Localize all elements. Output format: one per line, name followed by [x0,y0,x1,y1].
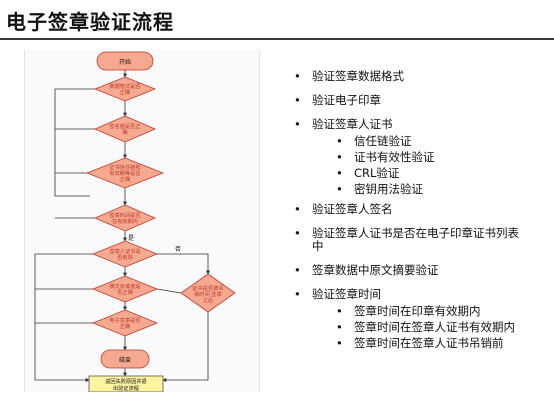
svg-text:否有效: 否有效 [117,253,133,261]
svg-text:返回失败原因并退: 返回失败原因并退 [105,377,147,385]
substep-key-usage: 密钥用法验证 [292,183,554,197]
decision-digest: 摘文杂凑值是 否正确 [91,275,159,303]
svg-text:有效期等是否: 有效期等是否 [109,169,140,177]
svg-text:正确: 正确 [120,322,130,330]
step-signer-cert: 验证签章人证书 信任链验证 证书有效性验证 CRL验证 密钥用法验证 [292,117,554,197]
flowchart: 开始 数据格式是否 正确 签名值是否正 确 证书信任链和 有效期等是否 正确 签… [34,51,236,392]
svg-text:证书是否被吊: 证书是否被吊 [192,284,223,292]
branch-no-label: 否 [175,246,181,253]
substep-crl: CRL验证 [292,167,554,181]
svg-text:签名值是否正: 签名值是否正 [109,122,140,130]
decision-data-format: 数据格式是否 正确 [93,76,157,102]
decision-seal-value: 签名值是否正 确 [93,115,157,143]
svg-text:在有效期内: 在有效期内 [112,217,138,225]
decision-signer-cert: 签章人证书是 否有效 [91,240,159,268]
verification-steps-list: 验证签章数据格式 验证电子印章 验证签章人证书 信任链验证 证书有效性验证 CR… [292,70,554,357]
svg-text:之后: 之后 [203,296,213,304]
step-sign-time-label: 验证签章时间 [312,287,381,301]
decision-time-validity: 签章时间是否 在有效期内 [93,204,157,232]
svg-text:签章人证书是: 签章人证书是 [109,247,140,255]
svg-text:签章时间是否: 签章时间是否 [109,211,140,219]
flow-fail-box: 返回失败原因并退 出验证流程 [88,375,164,392]
substep-time-before-revocation: 签章时间在签章人证书吊销前 [292,337,554,351]
step-digest: 签章数据中原文摘要验证 [292,264,554,278]
step-cert-in-seal-list: 验证签章人证书是否在电子印章证书列表中 [292,227,522,253]
svg-text:正确: 正确 [120,88,130,96]
main-connectors [34,70,210,382]
substep-time-seal-validity: 签章时间在印章有效期内 [292,305,554,319]
substep-cert-validity: 证书有效性验证 [292,151,554,165]
svg-text:证书信任链和: 证书信任链和 [109,163,140,171]
step-signer-cert-label: 验证签章人证书 [312,117,393,131]
flow-end-label: 结束 [119,356,131,364]
svg-text:电子签章是否: 电子签章是否 [109,316,140,324]
svg-text:摘文杂凑值是: 摘文杂凑值是 [109,282,140,290]
title-divider [0,38,554,40]
substep-trust-chain: 信任链验证 [292,135,554,149]
flow-start-label: 开始 [119,58,131,66]
svg-text:确: 确 [122,128,127,136]
step-data-format: 验证签章数据格式 [292,70,554,84]
step-electronic-seal: 验证电子印章 [292,94,554,108]
svg-text:数据格式是否: 数据格式是否 [109,82,140,90]
branch-yes-label: 是 [128,235,134,242]
step-sign-time: 验证签章时间 签章时间在印章有效期内 签章时间在签章人证书有效期内 签章时间在签… [292,287,554,351]
page-title: 电子签章验证流程 [6,10,174,34]
flowchart-panel: 开始 数据格式是否 正确 签名值是否正 确 证书信任链和 有效期等是否 正确 签… [24,50,260,392]
substep-time-cert-validity: 签章时间在签章人证书有效期内 [292,321,554,335]
flow-start: 开始 [96,51,154,71]
decision-revocation-time: 证书是否被吊 销时间 签章 之后 [180,273,236,313]
svg-text:正确: 正确 [120,175,130,183]
svg-text:出验证流程: 出验证流程 [113,384,139,392]
decision-signature-ok: 电子签章是否 正确 [91,309,159,337]
flow-end: 结束 [100,349,150,369]
decision-cert-chain: 证书信任链和 有效期等是否 正确 [85,157,165,189]
step-signer-signature: 验证签章人签名 [292,203,554,217]
svg-text:否正确: 否正确 [117,288,133,296]
svg-text:销时间 签章: 销时间 签章 [194,290,222,298]
